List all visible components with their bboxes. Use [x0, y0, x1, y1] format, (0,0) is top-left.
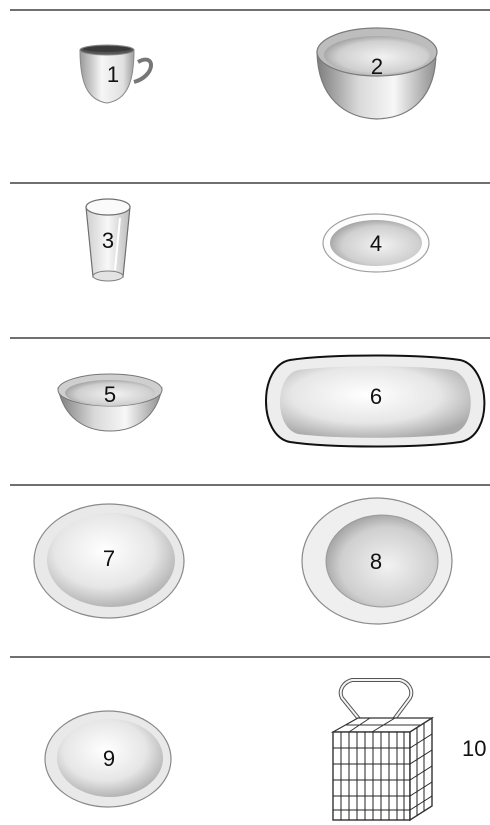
item-6-label: 6: [370, 384, 382, 409]
item-5-label: 5: [104, 382, 116, 407]
item-3-label: 3: [102, 228, 114, 253]
cutlery-basket-icon: [333, 680, 432, 820]
item-8-label: 8: [370, 549, 382, 574]
item-10-label: 10: [462, 736, 486, 761]
item-9-label: 9: [103, 746, 115, 771]
item-2-label: 2: [371, 54, 383, 79]
item-1-label: 1: [107, 62, 119, 87]
item-7-label: 7: [103, 546, 115, 571]
item-4-label: 4: [370, 231, 382, 256]
